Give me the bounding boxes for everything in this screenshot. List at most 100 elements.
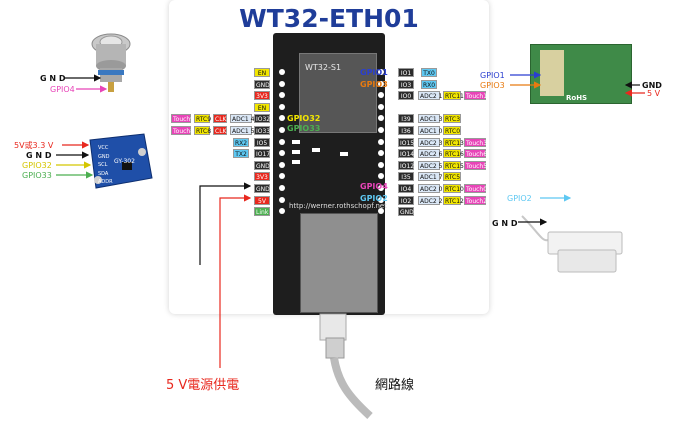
board-pin-hole [378,81,384,87]
right-pin-touch-8: Touch5 [464,161,488,170]
door-gnd-label: G N D [492,219,518,228]
board-pad [292,140,300,144]
sensor-model-label: GY-302 [114,158,135,165]
left-pin-clk-4: CLK [213,114,227,123]
radar-5v-label: 5 V [647,89,661,98]
board-gpio32: GPIO32 [287,114,321,123]
right-pin-adc-6: ADC2 3 [418,138,443,147]
left-pin-12: Link [254,207,270,216]
diagram-title: WT32-ETH01 [239,4,419,33]
left-pin-1: GND [254,80,270,89]
sensor-pin-2: SCL [98,162,108,168]
right-pin-adc-7: ADC2 6 [418,149,443,158]
button-gnd-label: G N D [40,74,66,83]
right-pin-adc-8: ADC2 5 [418,161,443,170]
board-pin-hole [378,185,384,191]
sensor-scl-label: GPIO32 [22,161,52,170]
left-pin-7: IO17 [254,149,271,158]
left-pin-touch-5: Touch8 [171,126,195,135]
board-gpio1: GPIO1 [360,68,388,77]
sensor-pin-0: VCC [98,145,109,151]
board-pad [340,152,348,156]
sensor-pin-4: ADDR [98,179,113,185]
board-pin-hole [378,139,384,145]
push-button-image [91,33,131,92]
sensor-pin-3: SDA [98,170,109,177]
left-pin-2: 3V3 [254,91,270,100]
right-pin-rtc-11: RTC12 [443,196,464,205]
right-pin-touch-6: Touch3 [464,138,488,147]
right-pin-sig-0: TX0 [421,68,437,77]
left-pin-9: 3V3 [254,172,270,181]
board-gpio3: GPIO3 [360,80,388,89]
right-pin-adc-11: ADC2 2 [418,196,443,205]
sensor-gnd-label: G N D [26,151,52,160]
radar-rohs-label: RoHS [566,94,588,102]
left-pin-4: IO32 [254,114,271,123]
wt32-s1-module [299,53,377,133]
board-pin-hole [378,127,384,133]
right-pin-10: IO4 [398,184,414,193]
sensor-sda-label: GPIO33 [22,171,52,180]
left-pin-rtc-5: RTC8 [194,126,212,135]
right-pin-4: I39 [398,114,414,123]
button-gpio-label: GPIO4 [50,85,75,94]
left-pin-adc-4: ADC1 4 [230,114,255,123]
board-pin-hole [378,92,384,98]
power-label: 5 V電源供電 [166,378,240,393]
board-pin-hole [279,173,285,179]
board-pad [292,150,300,154]
board-gpio4: GPIO4 [360,182,388,191]
board-pin-hole [378,173,384,179]
right-pin-adc-9: ADC1 7 [418,172,443,181]
board-pin-hole [378,69,384,75]
right-pin-7: IO14 [398,149,415,158]
right-pin-12: GND [398,207,414,216]
left-pin-5: IO33 [254,126,271,135]
radar-gpio1-label: GPIO1 [480,71,505,80]
network-cable-image [319,313,373,419]
right-pin-rtc-5: RTC0 [443,126,461,135]
board-pin-hole [279,69,285,75]
right-pin-sig-1: RX0 [421,80,437,89]
board-pin-hole [279,81,285,87]
board-pin-hole [378,104,384,110]
network-label: 網路線 [375,378,415,393]
board-pin-hole [279,185,285,191]
right-pin-0: IO1 [398,68,414,77]
sensor-pin-1: GND [98,153,110,160]
radar-chip [540,50,564,96]
board-pad [312,148,320,152]
door-sensor-image [521,215,623,273]
rj45-port [300,213,378,313]
left-pin-3: EN [254,103,270,112]
left-pin-touch-4: Touch9 [171,114,195,123]
right-pin-rtc-6: RTC13 [443,138,464,147]
board-pin-hole [279,162,285,168]
right-pin-11: IO2 [398,196,414,205]
board-url: http://werner.rothschopf.net [289,202,387,210]
right-pin-2: IO0 [398,91,414,100]
right-pin-rtc-10: RTC10 [443,184,464,193]
power-5v-line [219,194,252,368]
left-pin-0: EN [254,68,270,77]
right-pin-touch-7: Touch6 [464,149,488,158]
board-pin-hole [378,150,384,156]
left-pin-8: GND [254,161,270,170]
left-pin-clk-5: CLK [213,126,227,135]
gy302-sensor-image [89,133,153,189]
right-pin-adc-2: ADC2 1 [418,91,443,100]
right-pin-touch-2: Touch1 [464,91,488,100]
left-pin-6: IO5 [254,138,270,147]
board-pin-hole [279,150,285,156]
right-pin-1: IO3 [398,80,414,89]
right-pin-9: I35 [398,172,414,181]
right-pin-rtc-7: RTC16 [443,149,464,158]
board-gpio2: GPIO2 [360,194,388,203]
board-pin-hole [279,208,285,214]
board-pin-hole [378,162,384,168]
board-pin-hole [378,197,384,203]
board-pad [292,160,300,164]
power-gnd-line [199,182,252,265]
